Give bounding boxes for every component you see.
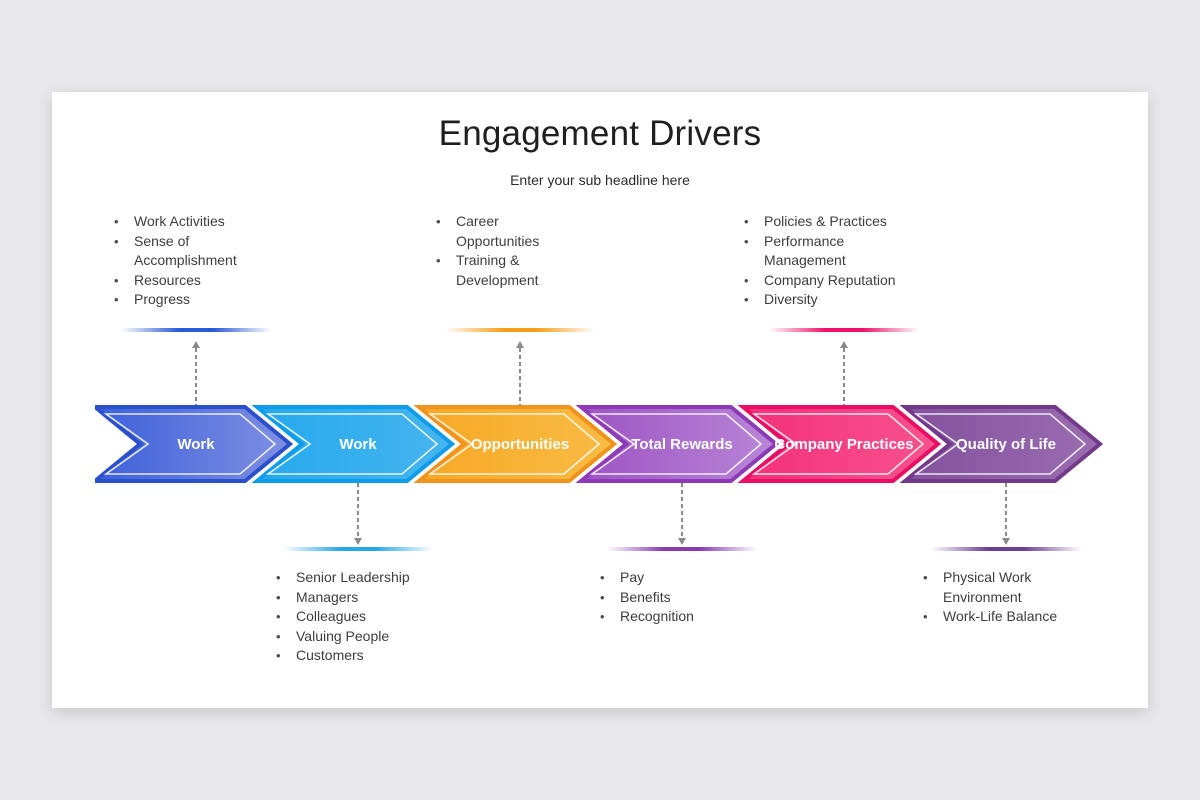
dashed-arrow-down: [1001, 483, 1011, 545]
bullet-icon: [600, 607, 605, 627]
chevron-shape: [575, 405, 780, 483]
bullet-icon: [114, 232, 119, 252]
arrowhead-down-icon: [1002, 538, 1010, 545]
list-item: Recognition: [598, 607, 838, 627]
dashed-arrow-up: [515, 341, 525, 405]
accent-line: [607, 547, 757, 551]
list-item: Performance Management: [742, 232, 982, 271]
bullet-icon: [276, 588, 281, 608]
chevron-inner-outline: [103, 413, 277, 475]
list-item: Colleagues: [274, 607, 514, 627]
list-item: Work-Life Balance: [921, 607, 1161, 627]
accent-line: [931, 547, 1081, 551]
bullet-icon: [276, 568, 281, 588]
list-item: Diversity: [742, 290, 982, 310]
dashed-arrow-down: [677, 483, 687, 545]
bullet-icon: [276, 607, 281, 627]
chevron-shape: [737, 405, 942, 483]
dashed-arrow-up: [191, 341, 201, 405]
driver-list-quality-of-life: Physical Work Environment Work-Life Bala…: [921, 568, 1161, 627]
bullet-icon: [923, 607, 928, 627]
list-item: Customers: [274, 646, 514, 666]
bullet-icon: [600, 568, 605, 588]
sub-headline: Enter your sub headline here: [510, 172, 690, 188]
list-item: Resources: [112, 271, 352, 291]
list-item: Pay: [598, 568, 838, 588]
list-item: Physical Work Environment: [921, 568, 1161, 607]
bullet-icon: [436, 212, 441, 232]
bullet-icon: [744, 271, 749, 291]
bullet-icon: [114, 271, 119, 291]
slide: Engagement Drivers Enter your sub headli…: [52, 92, 1148, 708]
list-item: Company Reputation: [742, 271, 982, 291]
accent-line: [121, 328, 271, 332]
chevron-inner-outline: [265, 413, 439, 475]
chevron-shape: [95, 405, 294, 483]
arrowhead-up-icon: [516, 341, 524, 348]
accent-line: [769, 328, 919, 332]
bullet-icon: [276, 646, 281, 666]
list-item: Work Activities: [112, 212, 352, 232]
driver-list-work-2: Senior Leadership Managers Colleagues Va…: [274, 568, 514, 666]
bullet-icon: [744, 212, 749, 232]
chevron-inner-outline: [589, 413, 763, 475]
bullet-icon: [744, 232, 749, 252]
list-item: Progress: [112, 290, 352, 310]
list-item: Sense of Accomplishment: [112, 232, 352, 271]
arrowhead-down-icon: [678, 538, 686, 545]
chevron-band: [95, 405, 1104, 483]
chevron-inner-outline: [427, 413, 601, 475]
driver-list-work-1: Work Activities Sense of Accomplishment …: [112, 212, 352, 310]
list-item: Senior Leadership: [274, 568, 514, 588]
arrowhead-up-icon: [840, 341, 848, 348]
dashed-arrow-down: [353, 483, 363, 545]
bullet-icon: [114, 290, 119, 310]
chevron-inner-outline: [913, 413, 1087, 475]
list-item: Valuing People: [274, 627, 514, 647]
page-title: Engagement Drivers: [438, 114, 762, 153]
driver-list-company-practices: Policies & Practices Performance Managem…: [742, 212, 982, 310]
bullet-icon: [114, 212, 119, 232]
list-item: Training & Development: [434, 251, 674, 290]
bullet-icon: [436, 251, 441, 271]
accent-line: [445, 328, 595, 332]
arrowhead-down-icon: [354, 538, 362, 545]
driver-list-opportunities: Career Opportunities Training & Developm…: [434, 212, 674, 290]
chevron-shape: [899, 405, 1104, 483]
bullet-icon: [600, 588, 605, 608]
bullet-icon: [923, 568, 928, 588]
list-item: Benefits: [598, 588, 838, 608]
list-item: Managers: [274, 588, 514, 608]
list-item: Policies & Practices: [742, 212, 982, 232]
chevron-shape: [251, 405, 456, 483]
chevron-shape: [413, 405, 618, 483]
arrowhead-up-icon: [192, 341, 200, 348]
chevron-inner-outline: [751, 413, 925, 475]
bullet-icon: [744, 290, 749, 310]
list-item: Career Opportunities: [434, 212, 674, 251]
bullet-icon: [276, 627, 281, 647]
dashed-arrow-up: [839, 341, 849, 405]
driver-list-total-rewards: Pay Benefits Recognition: [598, 568, 838, 627]
accent-line: [283, 547, 433, 551]
